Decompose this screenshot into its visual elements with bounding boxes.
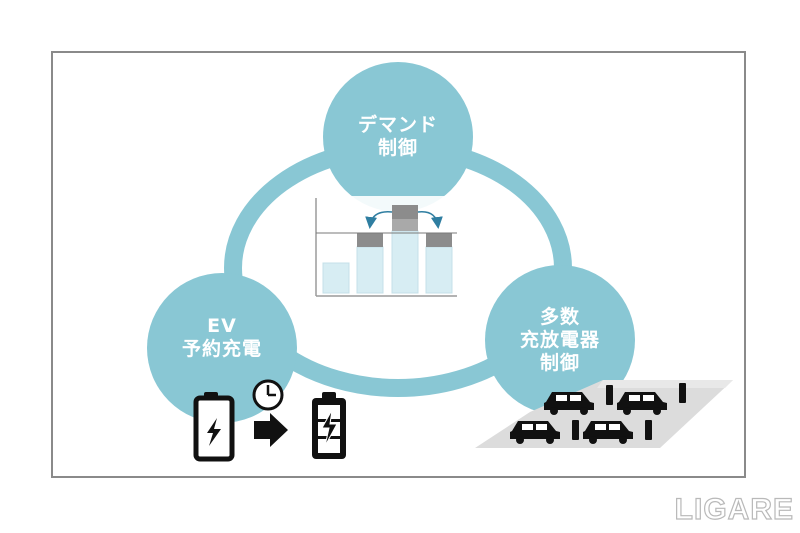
battery-low-icon (193, 392, 235, 462)
arrow-right-icon (254, 413, 288, 447)
multi-charger-line-2: 充放電器 (519, 329, 600, 351)
demand-control-line-1: デマンド (357, 114, 438, 136)
bar-3 (391, 230, 419, 294)
bar-4 (425, 246, 453, 294)
demand-control-label: デマンド 制御 (323, 114, 473, 160)
multi-charger-label: 多数 充放電器 制御 (485, 306, 635, 375)
demand-control-node (323, 62, 473, 212)
multi-charger-line-1: 多数 (539, 306, 580, 328)
clock-icon (252, 379, 284, 411)
ev-reservation-line-1: EV (207, 315, 237, 337)
battery-full-icon (312, 392, 346, 459)
car-windows (522, 395, 654, 430)
peak-block-2 (392, 219, 418, 231)
shifted-block-1 (357, 233, 383, 247)
multi-charger-line-3: 制御 (539, 352, 580, 374)
shifted-block-2 (426, 233, 452, 247)
shift-arrow-left (365, 211, 393, 229)
charger-icons (572, 383, 686, 440)
shift-arrow-right (417, 211, 443, 229)
ev-reservation-label: EV 予約充電 (147, 315, 297, 361)
peak-block (392, 205, 418, 219)
bar-2 (356, 246, 384, 294)
ligare-logo: LIGARE (674, 492, 794, 526)
multi-charger-node (485, 265, 635, 415)
demand-control-line-2: 制御 (377, 137, 418, 159)
demand-bar-chart (312, 196, 457, 298)
ev-reservation-line-2: 予約充電 (181, 338, 262, 360)
bar-1 (322, 262, 350, 294)
